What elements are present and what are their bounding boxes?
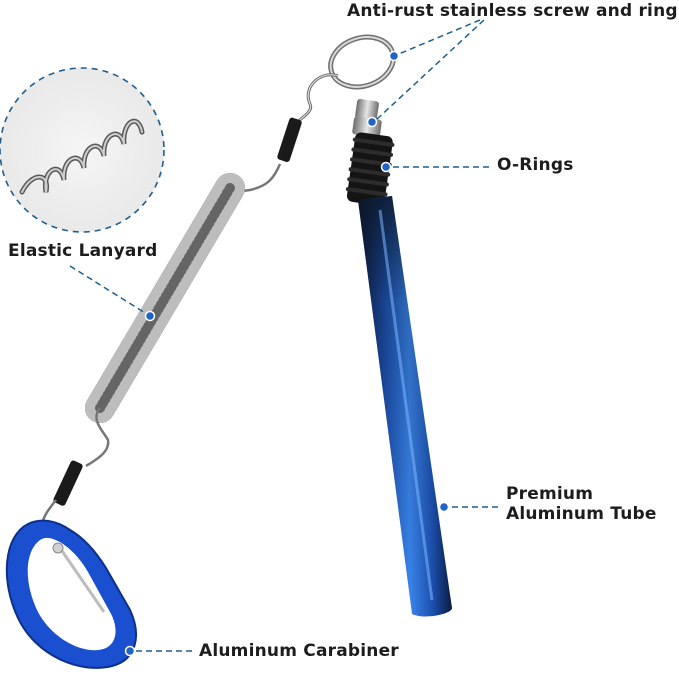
lanyard-bottom-wire bbox=[85, 407, 110, 468]
callout-dots bbox=[124, 50, 450, 657]
lanyard-top-loop bbox=[294, 73, 339, 125]
aluminum-tube-label-line2: Aluminum Tube bbox=[506, 504, 657, 524]
coiled-lanyard bbox=[85, 173, 245, 423]
key-ring bbox=[328, 34, 396, 90]
callout-lines bbox=[69, 19, 498, 652]
aluminum-tube-label: Premium Aluminum Tube bbox=[506, 484, 657, 524]
carabiner bbox=[5, 519, 137, 669]
o-ring-section bbox=[345, 132, 395, 206]
aluminum-tube-label-line1: Premium bbox=[506, 484, 594, 504]
carabiner-label: Aluminum Carabiner bbox=[199, 641, 399, 661]
screw-ring-label: Anti-rust stainless screw and ring bbox=[347, 1, 678, 21]
zoom-circle bbox=[0, 67, 165, 233]
elastic-lanyard-label: Elastic Lanyard bbox=[8, 241, 158, 261]
lanyard-top-sleeve bbox=[277, 117, 302, 162]
o-rings-label: O-Rings bbox=[497, 155, 574, 175]
lanyard-bottom-sleeve bbox=[53, 460, 83, 506]
aluminum-tube bbox=[358, 196, 452, 617]
